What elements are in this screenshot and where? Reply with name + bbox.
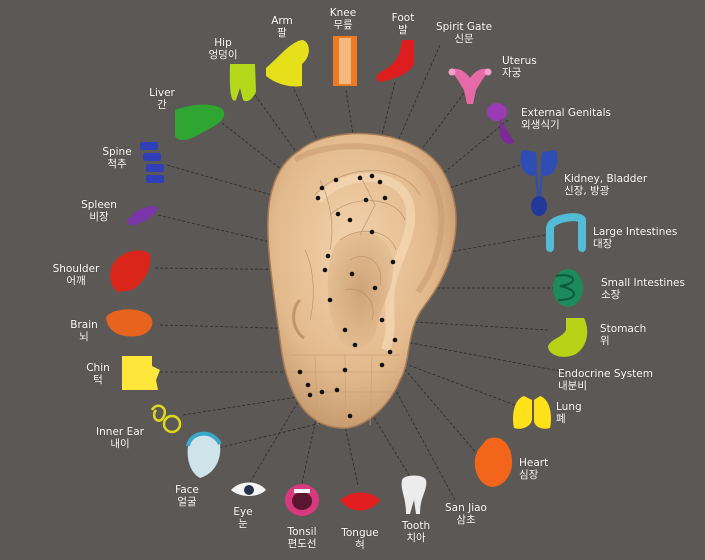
spleen-icon bbox=[126, 205, 158, 226]
ear bbox=[267, 132, 457, 429]
heart-icon bbox=[474, 437, 512, 487]
uterus-icon bbox=[448, 68, 492, 104]
spine-icon bbox=[140, 142, 164, 183]
liver-icon bbox=[175, 104, 225, 141]
inner-ear-icon bbox=[150, 404, 182, 434]
lung-icon bbox=[513, 396, 551, 429]
chin-icon bbox=[122, 356, 160, 390]
knee-icon bbox=[333, 36, 357, 86]
brain-icon bbox=[106, 309, 153, 337]
mouth-tonsil-icon bbox=[285, 484, 319, 516]
face-icon bbox=[186, 431, 222, 478]
stomach-icon bbox=[548, 318, 588, 357]
acupoints bbox=[297, 173, 398, 419]
tooth-icon bbox=[401, 475, 427, 514]
kidney-bladder-icon bbox=[520, 150, 558, 216]
hip-icon bbox=[229, 64, 256, 102]
small-intestine-icon bbox=[553, 269, 583, 307]
shoulder-icon bbox=[110, 250, 151, 292]
genitals-icon bbox=[487, 103, 514, 144]
arm-icon bbox=[266, 40, 309, 87]
large-intestine-icon bbox=[546, 213, 586, 252]
eye-icon bbox=[231, 482, 266, 496]
foot-icon bbox=[376, 40, 414, 82]
tongue-icon bbox=[340, 492, 380, 511]
